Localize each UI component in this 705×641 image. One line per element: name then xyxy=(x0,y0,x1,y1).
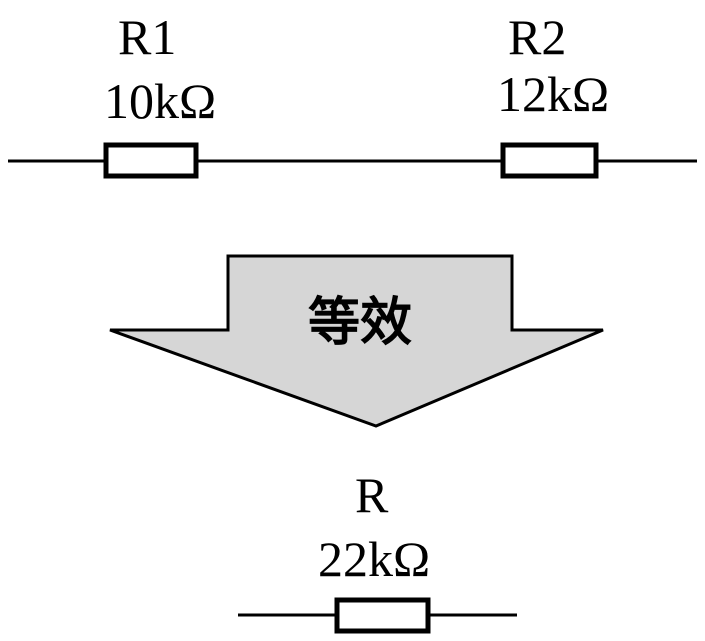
resistor-r1-value: 10kΩ xyxy=(104,73,216,129)
resistor-r1-name: R1 xyxy=(118,9,176,65)
down-arrow-icon xyxy=(109,254,604,428)
resistor-r2-name: R2 xyxy=(508,9,566,65)
resistor-r-name: R xyxy=(355,467,389,523)
resistor-r2-symbol xyxy=(500,142,599,179)
arrow-label: 等效 xyxy=(308,292,412,353)
equivalent-circuit: R 22kΩ xyxy=(238,467,517,634)
series-circuit: R1 10kΩ R2 12kΩ xyxy=(8,9,697,179)
equivalence-arrow: 等效 xyxy=(109,254,604,428)
resistor-r-symbol xyxy=(334,597,431,634)
resistor-r2-value: 12kΩ xyxy=(497,66,609,122)
resistor-r-value: 22kΩ xyxy=(318,531,430,587)
resistor-r1-symbol xyxy=(103,142,199,179)
